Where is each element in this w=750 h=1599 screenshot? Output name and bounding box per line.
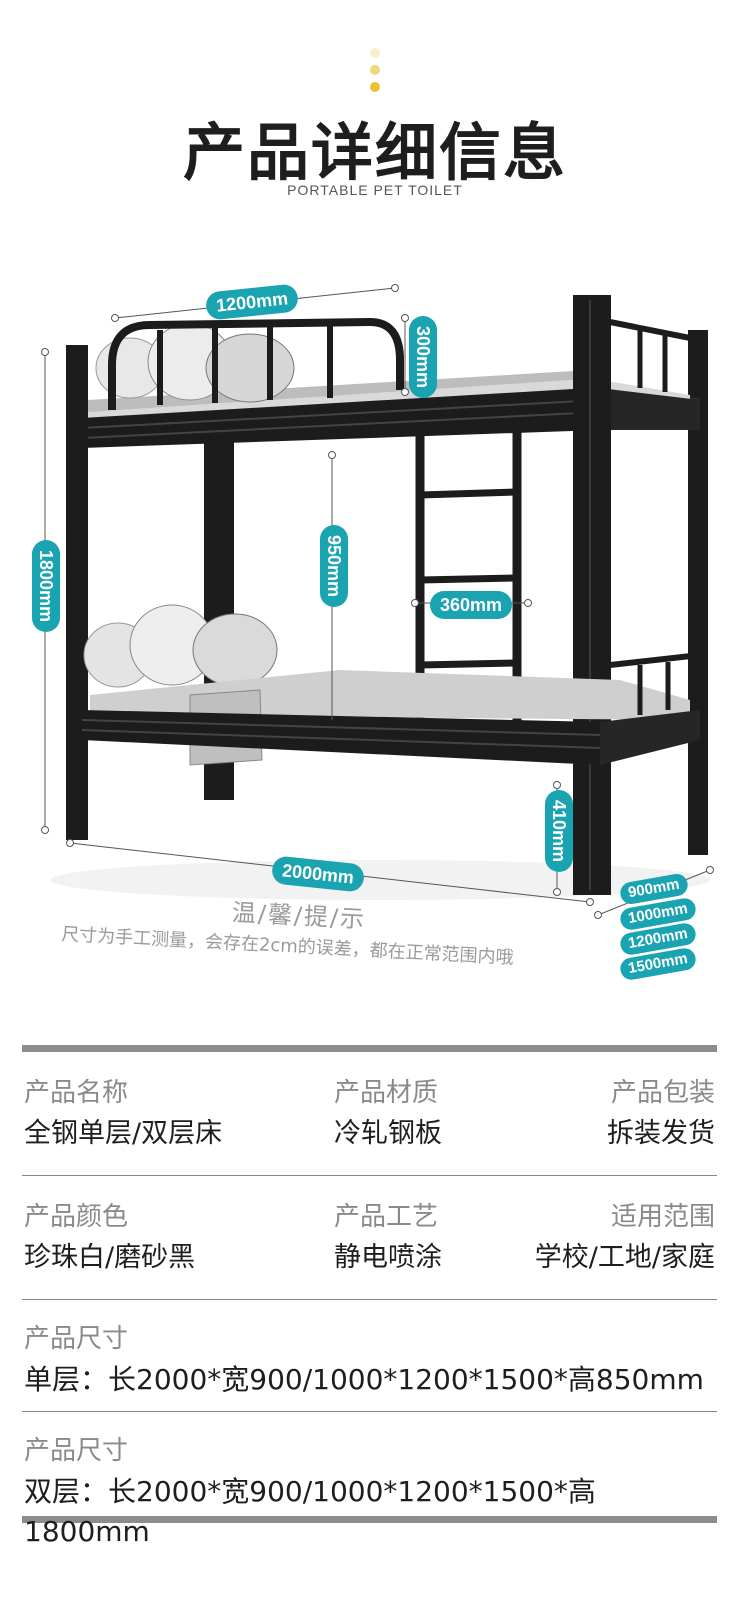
spec-value: 静电喷涂 bbox=[334, 1242, 442, 1273]
specs-table: 产品名称 全钢单层/双层床 产品材质 冷轧钢板 产品包装 拆装发货 产品颜色 珍… bbox=[22, 1045, 717, 1548]
dim-layer-gap: 950mm bbox=[320, 525, 348, 608]
spec-label: 产品尺寸 bbox=[24, 1324, 129, 1354]
spec-label: 产品名称 bbox=[24, 1078, 129, 1108]
spec-value: 冷轧钢板 bbox=[334, 1118, 442, 1149]
spec-color: 产品颜色 珍珠白/磨砂黑 bbox=[24, 1200, 195, 1299]
spec-value: 全钢单层/双层床 bbox=[24, 1118, 223, 1149]
spec-label: 产品颜色 bbox=[24, 1202, 129, 1232]
spec-name: 产品名称 全钢单层/双层床 bbox=[24, 1076, 222, 1175]
bottom-divider bbox=[22, 1516, 717, 1523]
dot bbox=[370, 48, 380, 58]
specs-row-2: 产品颜色 珍珠白/磨砂黑 产品工艺 静电喷涂 适用范围 学校/工地/家庭 bbox=[22, 1176, 717, 1300]
specs-size-single: 产品尺寸 单层：长2000*宽900/1000*1200*1500*高850mm bbox=[22, 1300, 717, 1412]
spec-label: 产品工艺 bbox=[334, 1202, 439, 1232]
spec-label: 适用范围 bbox=[610, 1202, 715, 1232]
dim-bottom-height: 410mm bbox=[545, 790, 573, 873]
dim-total-height: 1800mm bbox=[32, 540, 60, 633]
bunk-bed-illustration bbox=[41, 284, 714, 919]
spec-material: 产品材质 冷轧钢板 bbox=[334, 1076, 442, 1154]
page-title: 产品详细信息 bbox=[182, 116, 567, 189]
spec-scope: 适用范围 学校/工地/家庭 bbox=[535, 1200, 715, 1299]
top-divider bbox=[22, 1045, 717, 1052]
hint-title: 温/馨/提/示 bbox=[231, 898, 367, 934]
spec-value: 珍珠白/磨砂黑 bbox=[24, 1242, 196, 1273]
spec-value: 学校/工地/家庭 bbox=[534, 1242, 715, 1273]
dim-ladder-width: 360mm bbox=[430, 591, 513, 619]
specs-size-double: 产品尺寸 双层：长2000*宽900/1000*1200*1500*高1800m… bbox=[22, 1412, 717, 1548]
dot bbox=[370, 82, 380, 92]
spec-value: 拆装发货 bbox=[607, 1118, 715, 1149]
spec-craft: 产品工艺 静电喷涂 bbox=[334, 1200, 442, 1278]
spec-label: 产品材质 bbox=[334, 1078, 439, 1108]
decorative-dots bbox=[369, 48, 381, 99]
spec-value: 双层：长2000*宽900/1000*1200*1500*高1800mm bbox=[24, 1475, 596, 1548]
spec-label: 产品包装 bbox=[610, 1078, 715, 1108]
spec-label: 产品尺寸 bbox=[24, 1436, 129, 1466]
dim-guard-height: 300mm bbox=[409, 316, 437, 399]
spec-value: 单层：长2000*宽900/1000*1200*1500*高850mm bbox=[24, 1363, 704, 1396]
spec-package: 产品包装 拆装发货 bbox=[607, 1076, 715, 1175]
specs-row-1: 产品名称 全钢单层/双层床 产品材质 冷轧钢板 产品包装 拆装发货 bbox=[22, 1052, 717, 1176]
page-subtitle: PORTABLE PET TOILET bbox=[287, 182, 463, 198]
dot bbox=[370, 65, 380, 75]
